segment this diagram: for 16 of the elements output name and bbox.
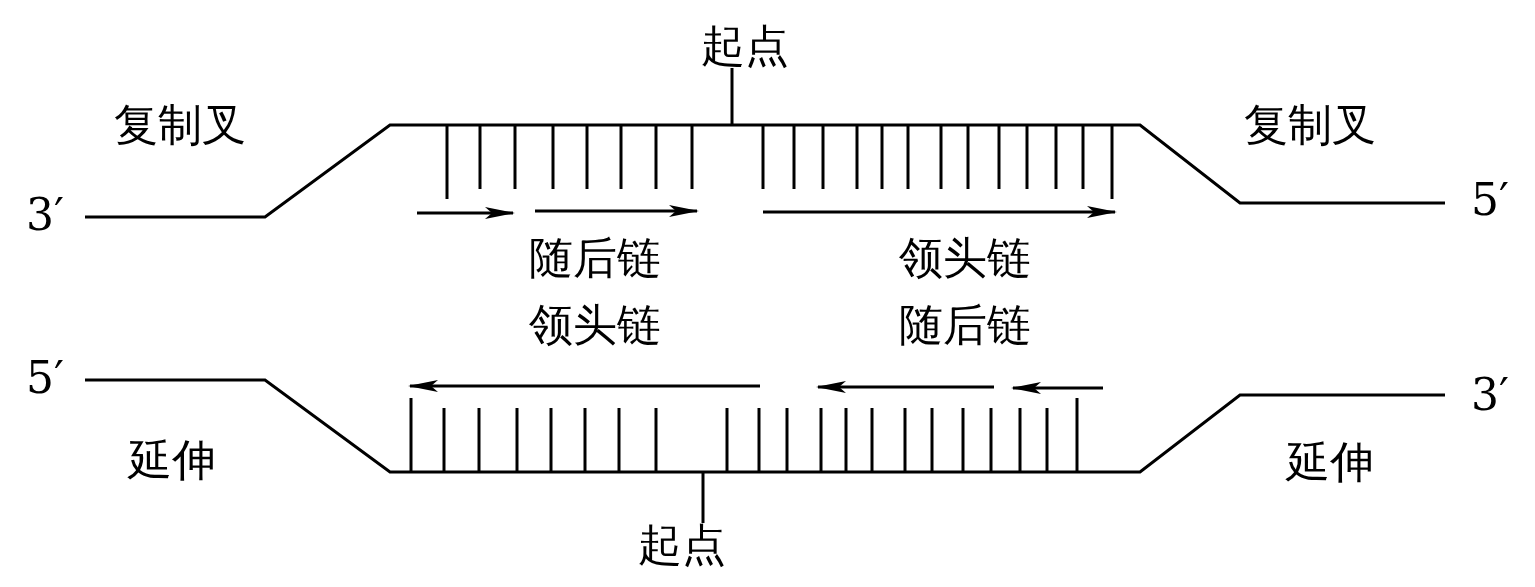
leader-line (701, 472, 705, 523)
strand-label: 随后链 (899, 303, 1031, 347)
strand-label: 领头链 (899, 236, 1031, 280)
strand-label: 随后链 (529, 236, 661, 280)
strand-label: 领头链 (529, 303, 661, 347)
end-label: 3′ (1471, 373, 1509, 417)
leader-line (730, 68, 734, 125)
end-label: 5′ (1471, 178, 1509, 222)
fork-label: 复制叉 (1244, 103, 1376, 147)
origin-label: 起点 (638, 523, 726, 567)
extension-label: 延伸 (1286, 440, 1374, 484)
origin-label: 起点 (701, 24, 789, 68)
end-label: 5′ (26, 356, 64, 400)
end-label: 3′ (26, 193, 64, 237)
fork-label: 复制叉 (114, 103, 246, 147)
extension-label: 延伸 (128, 438, 216, 482)
